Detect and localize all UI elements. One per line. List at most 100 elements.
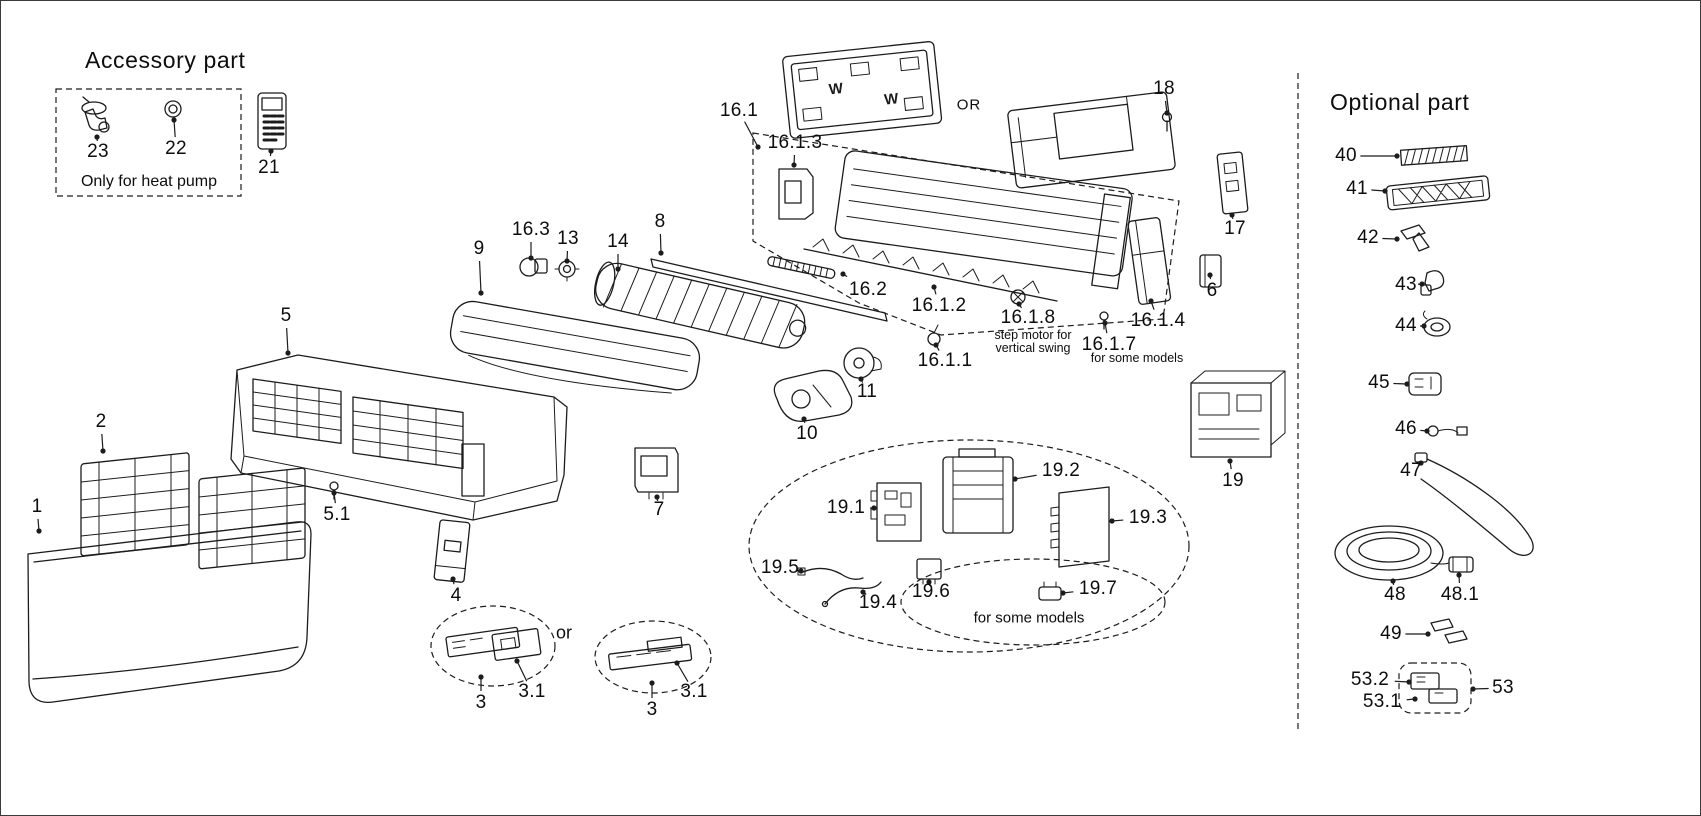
part-label-19-1-33: 19.1 xyxy=(826,497,866,518)
relay-19-6 xyxy=(916,558,942,585)
front-panel-part-1 xyxy=(27,521,312,703)
part-label-4-7: 4 xyxy=(450,585,462,606)
part-label-23-0: 23 xyxy=(87,141,109,162)
part-label-18-20: 18 xyxy=(1153,78,1175,99)
w-mark-1: W xyxy=(828,80,845,98)
part-label-16-2-23: 16.2 xyxy=(848,279,888,300)
bracket-16-1-3 xyxy=(778,168,814,220)
part-label-10-30: 10 xyxy=(796,423,818,444)
chassis-part-5 xyxy=(230,354,568,521)
part-label-48-1-48: 48.1 xyxy=(1440,584,1480,605)
part-label-53-2-50: 53.2 xyxy=(1350,669,1390,690)
rear-plate-b-16-1 xyxy=(1007,91,1176,189)
part-label-16-1-18: 16.1 xyxy=(719,100,759,121)
part-label-19-4-36: 19.4 xyxy=(858,592,898,613)
part-label-47-46: 47 xyxy=(1400,460,1422,481)
part-label-16-1-8-25: 16.1.8 xyxy=(1000,307,1056,328)
rear-body-16-1 xyxy=(834,150,1133,290)
display-pcb-group-right xyxy=(608,636,693,671)
side-channel-16-1-4 xyxy=(1127,217,1172,305)
part-label-16-1-2-24: 16.1.2 xyxy=(911,295,967,316)
step-motor-caption-line2: vertical swing xyxy=(995,341,1071,355)
hose-connector-part-48-1-icon xyxy=(1448,556,1474,573)
display-group-left-dashed-ellipse xyxy=(430,605,556,687)
display-box-part-7 xyxy=(634,447,679,500)
part-label-11-29: 11 xyxy=(856,381,878,402)
part-label-41-40: 41 xyxy=(1346,178,1368,199)
optional-section-title: Optional part xyxy=(1330,89,1470,115)
part-label-16-1-3-19: 16.1.3 xyxy=(767,132,823,153)
electronics-group-dashed-ellipse xyxy=(748,439,1190,653)
mesh-filter-part-41-icon xyxy=(1385,175,1491,211)
part-label-3-10: 3 xyxy=(646,699,658,720)
part-label-16-1-7-28: 16.1.7 xyxy=(1081,334,1137,355)
spring-16-2 xyxy=(767,256,836,279)
ebox-19-2 xyxy=(942,448,1014,534)
part-label-46-45: 46 xyxy=(1395,418,1417,439)
step-motor-caption-line1: step motor for xyxy=(994,328,1072,342)
part-label-1-3: 1 xyxy=(31,496,43,517)
cap-16-1-1 xyxy=(927,324,941,346)
filter-strip-part-40-icon xyxy=(1399,144,1469,166)
rear-plate-a-16-1: W W xyxy=(782,41,943,139)
drain-elbow-part-23-icon xyxy=(81,96,110,133)
grommet-part-44-icon xyxy=(1422,310,1451,337)
part-label-3-1-9: 3.1 xyxy=(518,681,546,702)
louver-strip-16-1-2 xyxy=(803,238,1058,302)
cover-19-3 xyxy=(1050,486,1110,568)
part-label-16-3-14: 16.3 xyxy=(511,219,551,240)
drain-hose-part-48-icon xyxy=(1334,525,1450,581)
part-label-13-15: 13 xyxy=(557,228,579,249)
for-some-models-caption-16: for some models xyxy=(1090,351,1184,365)
or-label-lower: or xyxy=(555,622,573,643)
air-filters-part-2 xyxy=(80,452,306,570)
part-label-19-6-37: 19.6 xyxy=(911,581,951,602)
part-label-5-5: 5 xyxy=(280,305,292,326)
part-label-49-49: 49 xyxy=(1380,623,1402,644)
part-label-53-1-51: 53.1 xyxy=(1362,691,1402,712)
part-label-44-43: 44 xyxy=(1395,315,1417,336)
hook-part-43-icon xyxy=(1420,270,1445,296)
sensor-part-46-icon xyxy=(1427,425,1468,437)
group-16-1-dashed-boundary xyxy=(752,132,1180,336)
fan-motor-part-16-3 xyxy=(519,257,548,277)
wire-19-4 xyxy=(821,581,882,608)
display-group-right-dashed-ellipse xyxy=(594,620,712,694)
part-label-2-4: 2 xyxy=(95,411,107,432)
bracket-part-4 xyxy=(433,519,471,583)
part-label-53-52: 53 xyxy=(1492,677,1514,698)
part-label-6-22: 6 xyxy=(1206,280,1218,301)
part-label-42-41: 42 xyxy=(1357,227,1379,248)
part-label-3-8: 3 xyxy=(475,692,487,713)
display-pcb-group-left xyxy=(445,626,542,661)
accessory-dashed-box xyxy=(55,88,242,197)
screw-16-1-7 xyxy=(1099,311,1109,330)
louver-bar-part-8 xyxy=(650,258,888,322)
cable-part-47-icon xyxy=(1414,452,1534,556)
part-label-43-42: 43 xyxy=(1395,274,1417,295)
ring-part-22-icon xyxy=(164,100,182,118)
part-label-19-31: 19 xyxy=(1222,470,1244,491)
accessory-note: Only for heat pump xyxy=(80,173,218,190)
part-label-3-1-11: 3.1 xyxy=(680,681,708,702)
part-label-9-13: 9 xyxy=(473,238,485,259)
part-label-17-21: 17 xyxy=(1224,218,1246,239)
ebox-part-19 xyxy=(1190,370,1286,458)
plug-part-45-icon xyxy=(1408,372,1442,396)
clip-part-42-icon xyxy=(1400,224,1430,252)
part-label-16-1-1-27: 16.1.1 xyxy=(917,350,973,371)
part-label-16-1-4-26: 16.1.4 xyxy=(1130,310,1186,331)
part-label-40-39: 40 xyxy=(1335,145,1357,166)
module-part-53-icon xyxy=(1410,672,1458,704)
bracket-part-6 xyxy=(1199,254,1222,288)
part-label-19-2-32: 19.2 xyxy=(1041,460,1081,481)
bracket-part-17 xyxy=(1216,151,1249,215)
part-label-45-44: 45 xyxy=(1368,372,1390,393)
part-label-7-12: 7 xyxy=(653,499,665,520)
cross-flow-fan-part-14 xyxy=(593,261,807,349)
connector-19-7 xyxy=(1038,581,1062,601)
part-label-19-7-38: 19.7 xyxy=(1078,578,1118,599)
part-label-14-16: 14 xyxy=(607,231,629,252)
or-label-upper: OR xyxy=(956,96,982,114)
